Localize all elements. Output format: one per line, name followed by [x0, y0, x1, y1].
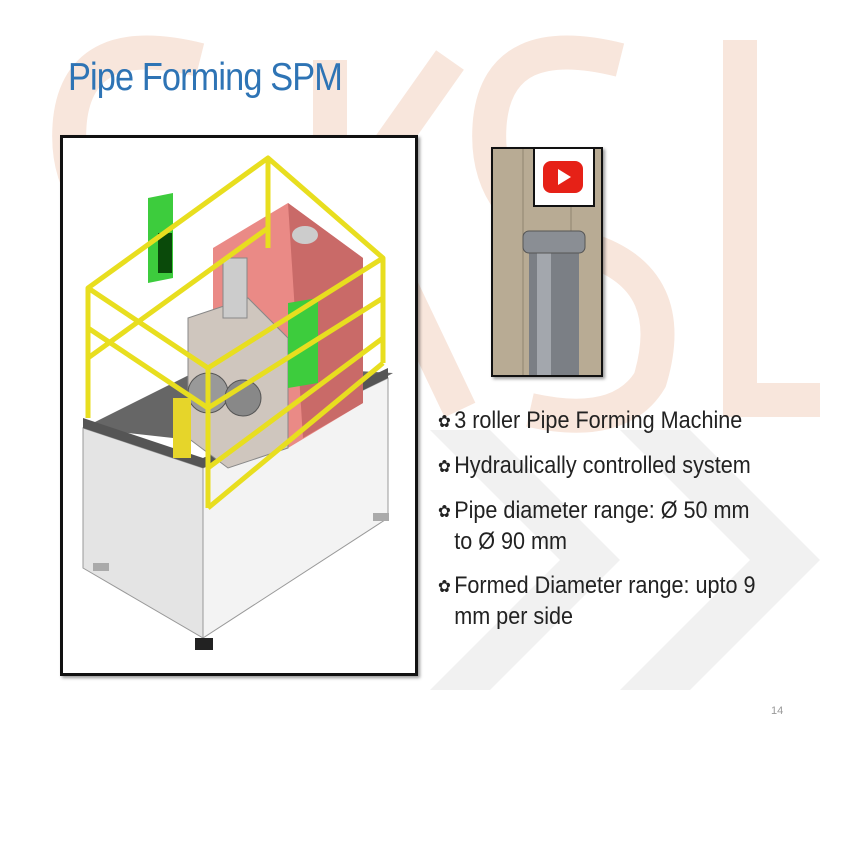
gear-bullet-icon: ✿ [438, 412, 451, 431]
gear-bullet-icon: ✿ [438, 457, 451, 476]
bullet-text: Pipe diameter range: Ø 50 mm to Ø 90 mm [454, 497, 750, 555]
video-thumbnail[interactable] [491, 147, 603, 377]
slide-title: Pipe Forming SPM [68, 56, 343, 99]
bullet-text: Hydraulically controlled system [454, 452, 751, 479]
bullet-item: ✿3 roller Pipe Forming Machine [438, 405, 780, 437]
gear-bullet-icon: ✿ [438, 502, 451, 521]
bullet-text: Formed Diameter range: upto 9 mm per sid… [454, 572, 756, 630]
bullet-text: 3 roller Pipe Forming Machine [454, 407, 743, 434]
page-number: 14 [771, 705, 784, 717]
bullet-item: ✿Formed Diameter range: upto 9 mm per si… [438, 570, 780, 632]
pipe-forming-machine-illustration [82, 155, 393, 650]
bullet-item: ✿Hydraulically controlled system [438, 450, 780, 482]
bullet-list: ✿3 roller Pipe Forming Machine ✿Hydrauli… [438, 405, 818, 645]
bullet-item: ✿Pipe diameter range: Ø 50 mm to Ø 90 mm [438, 495, 780, 557]
chevron-decoration [430, 430, 820, 690]
youtube-play-icon[interactable] [535, 149, 593, 205]
youtube-link-box[interactable] [533, 149, 595, 207]
gear-bullet-icon: ✿ [438, 577, 451, 596]
machine-render-image [60, 135, 418, 676]
